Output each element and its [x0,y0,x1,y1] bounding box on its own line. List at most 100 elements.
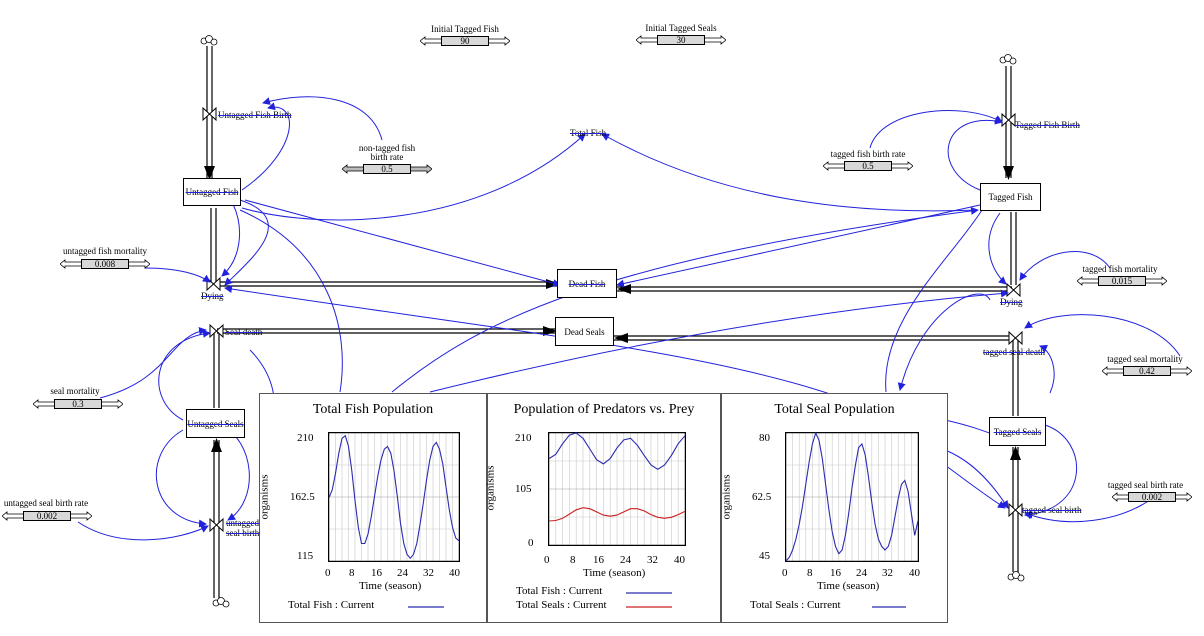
slider-seal-mortality[interactable]: 0.3 [33,399,123,409]
param-label-untagged-fish-mortality: untagged fish mortality [63,246,147,256]
slider-value-initial-tagged-fish: 90 [441,36,489,46]
legend-entry-total-fish: Total Fish : Current [288,599,375,611]
chart-panel-predators-vs-prey: Population of Predators vs. Prey 210 105… [484,393,721,623]
flow-untagged-seal-birth[interactable]: untagged seal birth [226,518,260,538]
slider-non-tagged-fish-birth-rate[interactable]: 0.5 [342,164,432,174]
x-tick: 0 [782,567,788,579]
flow-dying-left[interactable]: Dying [201,291,224,301]
param-label-initial-tagged-fish: Initial Tagged Fish [431,24,499,34]
aux-total-fish[interactable]: Total Fish [570,128,607,138]
param-label-non-tagged-fish-birth-rate-1: non-tagged fish [358,143,416,153]
slider-value-untagged-fish-mortality: 0.008 [81,259,129,269]
cloud-icon-top-left [200,35,218,46]
chart-title: Total Seal Population [774,402,895,417]
flow-seal-death[interactable]: Seal death [225,327,263,337]
y-tick: 62.5 [752,491,772,503]
plot-area-predators-vs-prey [548,432,686,546]
flow-tagged-seal-birth[interactable]: tagged seal birth [1022,505,1082,515]
y-axis-label: organisms [484,465,497,511]
plot-area-total-seals [785,432,919,562]
slider-value-tagged-seal-mortality: 0.42 [1123,366,1171,376]
slider-tagged-seal-mortality[interactable]: 0.42 [1102,366,1192,376]
legend-swatch [626,592,672,594]
slider-value-tagged-fish-mortality: 0.015 [1098,276,1146,286]
x-axis-label: Time (season) [817,580,880,592]
chart-panel-total-fish-population: Total Fish Population 210 162.5 115 orga… [259,393,487,623]
param-label-untagged-seal-birth-rate: untagged seal birth rate [3,498,89,508]
flow-untagged-fish-birth[interactable]: Untagged Fish Birth [218,110,292,120]
x-tick: 24 [620,554,631,566]
stock-tagged-seals[interactable]: Tagged Seals [989,417,1046,446]
y-tick: 210 [515,432,532,444]
y-tick: 210 [297,432,314,444]
y-tick: 162.5 [290,491,315,503]
x-tick: 16 [830,567,841,579]
series-line-1 [548,507,686,522]
plot-area-total-fish [328,432,460,562]
y-tick: 80 [759,432,770,444]
x-tick: 24 [856,567,867,579]
slider-value-tagged-seal-birth-rate: 0.002 [1128,492,1176,502]
series-line-0 [785,432,919,562]
plot-frame [785,432,919,562]
cloud-icon-top-right [999,54,1017,65]
slider-initial-tagged-fish[interactable]: 90 [420,36,510,46]
x-tick: 8 [570,554,576,566]
x-tick: 16 [593,554,604,566]
cloud-icon-bottom-right [1007,571,1025,582]
stock-dead-fish[interactable]: Dead Fish [557,269,617,298]
x-tick: 40 [449,567,460,579]
param-label-non-tagged-fish-birth-rate-2: birth rate [370,152,404,162]
slider-untagged-seal-birth-rate[interactable]: 0.002 [2,511,92,521]
flow-pipes [206,46,1019,598]
stock-untagged-seals[interactable]: Untagged Seals [186,409,245,438]
cloud-icon-bottom-left [212,597,230,608]
x-tick: 8 [349,567,355,579]
x-tick: 8 [807,567,813,579]
param-label-seal-mortality: seal mortality [50,386,100,396]
slider-tagged-fish-mortality[interactable]: 0.015 [1077,276,1167,286]
flow-valves [202,106,1023,533]
flow-arrowheads [204,166,1021,460]
param-label-tagged-fish-mortality: tagged fish mortality [1082,264,1158,274]
slider-tagged-fish-birth-rate[interactable]: 0.5 [823,161,913,171]
chart-panel-total-seal-population: Total Seal Population 80 62.5 45 organis… [721,393,948,623]
param-label-tagged-seal-birth-rate: tagged seal birth rate [1107,480,1184,490]
x-tick: 0 [325,567,331,579]
chart-title: Total Fish Population [312,402,434,417]
x-tick: 32 [647,554,658,566]
slider-value-initial-tagged-seals: 30 [657,35,705,45]
legend-entry-total-seals: Total Seals : Current [750,599,841,611]
stock-tagged-fish[interactable]: Tagged Fish [980,183,1041,211]
legend-entry-total-seals: Total Seals : Current [516,599,607,611]
y-tick: 45 [759,550,770,562]
x-tick: 16 [371,567,382,579]
flow-tagged-fish-birth[interactable]: Tagged Fish Birth [1015,120,1080,130]
stock-dead-seals[interactable]: Dead Seals [555,317,614,346]
slider-initial-tagged-seals[interactable]: 30 [636,35,726,45]
x-axis-label: Time (season) [583,567,646,579]
legend-swatch [408,606,444,608]
x-axis-label: Time (season) [359,580,422,592]
flow-dying-right[interactable]: Dying [1000,297,1023,307]
x-tick: 40 [909,567,920,579]
plot-frame [548,432,686,546]
plot-frame [328,432,460,562]
slider-untagged-fish-mortality[interactable]: 0.008 [60,259,150,269]
param-label-tagged-seal-mortality: tagged seal mortality [1107,354,1183,364]
y-tick: 115 [297,550,314,562]
x-tick: 32 [882,567,893,579]
flow-tagged-seal-death[interactable]: tagged seal death [983,347,1045,357]
series-line-0 [328,434,460,560]
x-tick: 0 [544,554,550,566]
y-tick: 105 [515,483,532,495]
param-label-initial-tagged-seals: Initial Tagged Seals [645,23,717,33]
y-axis-label: organisms [258,474,271,520]
y-axis-label: organisms [720,474,733,520]
slider-value-seal-mortality: 0.3 [54,399,102,409]
legend-entry-total-fish: Total Fish : Current [516,585,603,597]
slider-tagged-seal-birth-rate[interactable]: 0.002 [1112,492,1192,502]
stock-untagged-fish[interactable]: Untagged Fish [183,178,241,206]
x-tick: 24 [397,567,408,579]
legend-swatch [872,606,906,608]
